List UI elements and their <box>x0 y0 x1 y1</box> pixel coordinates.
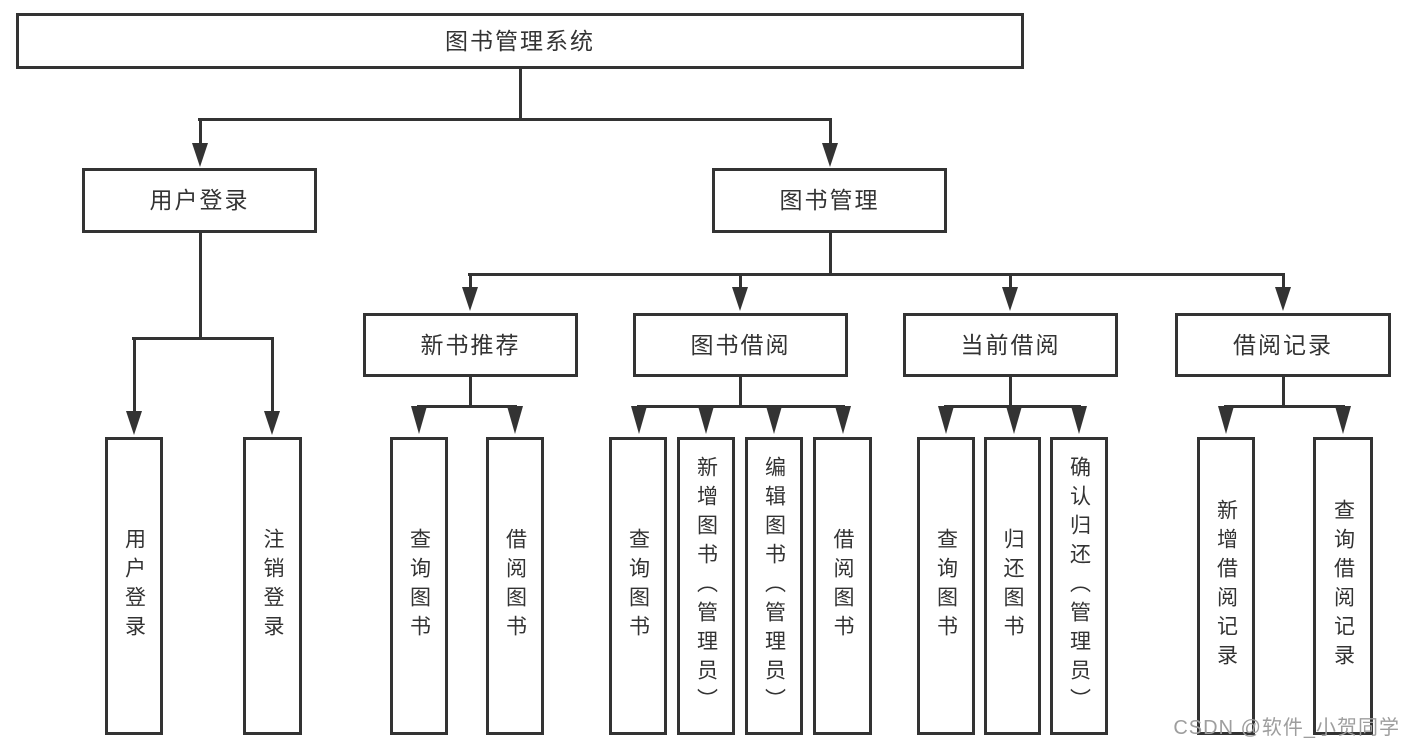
arrow-to-current-query <box>938 406 954 434</box>
leaf-record-add: 新增借阅记录 <box>1197 437 1255 735</box>
arrow-to-leaf-user-login <box>126 411 142 435</box>
leaf-user-login: 用户登录 <box>105 437 163 735</box>
arrow-to-newbook-query <box>411 406 427 434</box>
node-new-book-recommend: 新书推荐 <box>363 313 578 377</box>
node-borrow-records-label: 借阅记录 <box>1233 331 1333 358</box>
leaf-borrowing-edit-admin-label: 编辑图书（管理员） <box>762 455 786 717</box>
arrow-to-book-management <box>822 143 838 167</box>
arrow-to-current <box>1002 287 1018 311</box>
leaf-current-return-label: 归还图书 <box>1001 528 1024 644</box>
connector-to-leaf-logout <box>271 337 274 413</box>
node-book-borrowing: 图书借阅 <box>633 313 848 377</box>
leaf-borrowing-borrow-label: 借阅图书 <box>831 528 854 644</box>
arrow-to-record-add <box>1218 406 1234 434</box>
leaf-borrowing-edit-admin: 编辑图书（管理员） <box>745 437 803 735</box>
connector-to-borrowing <box>739 273 742 289</box>
node-book-management: 图书管理 <box>712 168 947 233</box>
arrow-to-borrowing-add <box>698 406 714 434</box>
leaf-logout: 注销登录 <box>243 437 302 735</box>
leaf-borrowing-borrow: 借阅图书 <box>813 437 872 735</box>
connector-borrowing-split <box>637 405 845 408</box>
connector-new-book-stem <box>469 377 472 408</box>
node-borrow-records: 借阅记录 <box>1175 313 1391 377</box>
arrow-to-records <box>1275 287 1291 311</box>
node-book-management-label: 图书管理 <box>779 187 880 213</box>
arrow-to-record-query <box>1335 406 1351 434</box>
connector-to-records <box>1282 273 1285 289</box>
leaf-newbook-borrow: 借阅图书 <box>486 437 544 735</box>
node-current-borrowing-label: 当前借阅 <box>960 331 1061 358</box>
node-current-borrowing: 当前借阅 <box>903 313 1118 377</box>
leaf-current-confirm-admin-label: 确认归还（管理员） <box>1067 455 1091 717</box>
leaf-newbook-query-label: 查询图书 <box>407 528 431 644</box>
leaf-current-query: 查询图书 <box>917 437 975 735</box>
connector-records-stem <box>1282 377 1285 408</box>
leaf-borrowing-add-admin-label: 新增图书（管理员） <box>694 455 718 717</box>
node-user-login: 用户登录 <box>82 168 317 233</box>
arrow-to-newbook-borrow <box>507 406 523 434</box>
leaf-record-query-label: 查询借阅记录 <box>1331 499 1355 673</box>
connector-user-login-stem <box>199 233 202 340</box>
arrow-to-borrowing-query <box>631 406 647 434</box>
leaf-borrowing-add-admin: 新增图书（管理员） <box>677 437 735 735</box>
leaf-user-login-label: 用户登录 <box>122 528 146 644</box>
leaf-current-return: 归还图书 <box>984 437 1041 735</box>
leaf-borrowing-query: 查询图书 <box>609 437 667 735</box>
node-root: 图书管理系统 <box>16 13 1024 69</box>
connector-to-leaf-user-login <box>133 337 136 413</box>
connector-book-mgmt-split <box>468 273 1285 276</box>
connector-root-stem <box>519 69 522 121</box>
connector-borrowing-stem <box>739 377 742 408</box>
arrow-to-borrowing <box>732 287 748 311</box>
arrow-to-current-return <box>1006 406 1022 434</box>
connector-to-user-login <box>199 118 202 145</box>
arrow-to-borrowing-edit <box>766 406 782 434</box>
connector-current-stem <box>1009 377 1012 408</box>
arrow-to-leaf-logout <box>264 411 280 435</box>
csdn-watermark: CSDN @软件_小贺同学 <box>1173 717 1400 739</box>
arrow-to-borrowing-borrow <box>835 406 851 434</box>
leaf-newbook-borrow-label: 借阅图书 <box>503 528 527 644</box>
arrow-to-new-book <box>462 287 478 311</box>
leaf-current-query-label: 查询图书 <box>934 528 958 644</box>
connector-to-current <box>1009 273 1012 289</box>
leaf-borrowing-query-label: 查询图书 <box>626 528 650 644</box>
leaf-logout-label: 注销登录 <box>261 528 284 644</box>
node-user-login-label: 用户登录 <box>149 187 250 213</box>
node-root-label: 图书管理系统 <box>445 27 595 54</box>
connector-user-login-split <box>132 337 274 340</box>
arrow-to-current-confirm <box>1071 406 1087 434</box>
arrow-to-user-login <box>192 143 208 167</box>
node-new-book-recommend-label: 新书推荐 <box>420 331 521 358</box>
leaf-newbook-query: 查询图书 <box>390 437 448 735</box>
connector-to-book-management <box>829 118 832 145</box>
connector-records-split <box>1224 405 1345 408</box>
connector-root-split <box>198 118 831 121</box>
connector-new-book-split <box>417 405 517 408</box>
leaf-current-confirm-admin: 确认归还（管理员） <box>1050 437 1108 735</box>
connector-book-mgmt-stem <box>829 233 832 276</box>
leaf-record-query: 查询借阅记录 <box>1313 437 1373 735</box>
connector-to-new-book <box>469 273 472 289</box>
leaf-record-add-label: 新增借阅记录 <box>1214 499 1238 673</box>
node-book-borrowing-label: 图书借阅 <box>690 331 791 358</box>
